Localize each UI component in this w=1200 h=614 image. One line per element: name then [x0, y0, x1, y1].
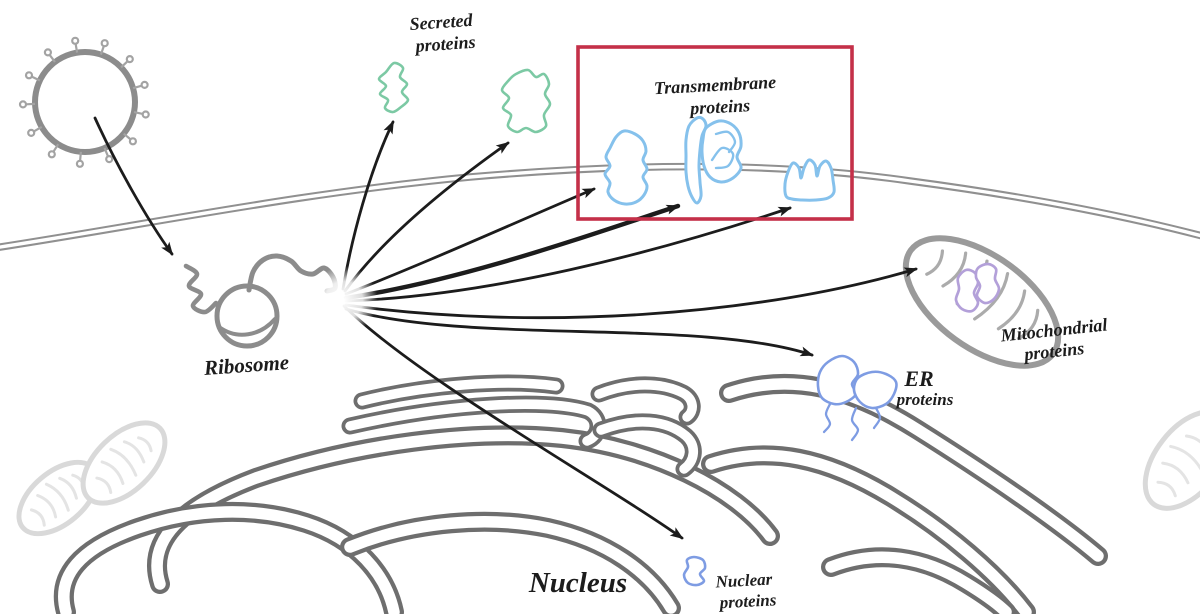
svg-text:Transmembrane: Transmembrane [653, 72, 776, 98]
virus-spike-tip [47, 150, 56, 159]
virus-spike-tip [141, 110, 150, 119]
arrow-to-er [344, 307, 814, 357]
arrow-fan-fade [310, 266, 378, 334]
svg-text:proteins: proteins [413, 32, 476, 56]
virus-spike-tip [100, 39, 109, 48]
virus-spike-tip [24, 71, 34, 80]
virus-spike [74, 43, 79, 53]
ribosome-body [214, 283, 280, 349]
virus-spike-tip [71, 36, 80, 45]
virus-spike [79, 151, 82, 161]
mitochondrial-protein-2 [974, 262, 1001, 305]
virus-spike [48, 54, 56, 63]
virus-spike-tip [140, 80, 149, 90]
transmembrane-protein-3 [783, 158, 836, 202]
er-protein-anchor [850, 406, 860, 442]
virus-spike-tip [27, 128, 36, 137]
virus-spike [132, 84, 143, 90]
transmembrane-protein-1 [603, 129, 649, 206]
ribosome-label: Ribosome [202, 350, 290, 380]
er-proteins-label: ER proteins [895, 366, 954, 409]
virus-spike [103, 147, 110, 157]
virus-spike [33, 125, 43, 133]
virus-spike-tip [75, 159, 85, 168]
virus-spike [31, 75, 41, 82]
transmembrane-protein-2-swirl [714, 130, 737, 154]
svg-text:ER: ER [903, 366, 933, 391]
faint-mitochondrion-left [16, 459, 100, 537]
faint-mitochondrion-upper [80, 420, 168, 506]
arrow-to-transmembrane-1 [344, 187, 596, 296]
svg-text:proteins: proteins [688, 95, 751, 118]
virus-particle [18, 36, 174, 256]
mitochondrion [902, 235, 1062, 369]
arrow-to-nucleus [342, 304, 684, 540]
er-protein-2 [852, 370, 898, 410]
transmembrane-protein-2-knot [700, 119, 743, 184]
mrna-squiggle [183, 263, 219, 315]
ribosome-subunit-line [217, 317, 277, 337]
virus-spike [99, 45, 105, 55]
virus-spike [52, 143, 60, 153]
er-protein-cluster [816, 354, 898, 442]
svg-text:proteins: proteins [895, 390, 954, 409]
virus-spike [122, 132, 132, 141]
secreted-proteins-label: Secreted proteins [409, 10, 476, 56]
virus-spike [133, 111, 144, 115]
virus-spike-tip [18, 100, 28, 109]
virus-spike-tip [105, 155, 114, 164]
virus-to-ribosome-arrow [93, 116, 174, 256]
secreted-protein-2 [500, 68, 552, 134]
virus-spike-tip [128, 137, 137, 146]
faint-mitochondrion-right [1142, 409, 1200, 511]
secreted-protein-1 [377, 61, 410, 114]
highlight-box-transmembrane [576, 45, 854, 221]
virus-spike-tip [125, 54, 134, 64]
svg-text:Secreted: Secreted [409, 10, 474, 34]
virus-spike [120, 60, 129, 69]
er-protein-anchor [872, 406, 882, 430]
er-protein-1 [816, 354, 860, 406]
transmembrane-proteins-label: Transmembrane proteins [653, 72, 776, 119]
virus-spikes [18, 36, 150, 168]
arrow-to-transmembrane-3 [344, 206, 792, 303]
transmembrane-protein-2-swirl [710, 146, 735, 170]
plasma-membrane [0, 167, 1200, 248]
er-protein-anchor [822, 402, 832, 434]
nuclear-protein [682, 555, 707, 587]
arrow-to-mitochondrion [344, 267, 918, 320]
svg-text:Nuclear: Nuclear [714, 570, 773, 592]
nucleus-label: Nucleus [528, 567, 627, 599]
virus-envelope [32, 49, 138, 155]
svg-text:proteins: proteins [717, 590, 777, 612]
mitochondrial-protein-1 [954, 268, 980, 313]
nuclear-proteins-label: Nuclear proteins [714, 570, 777, 613]
virus-spike-tip [43, 48, 53, 57]
